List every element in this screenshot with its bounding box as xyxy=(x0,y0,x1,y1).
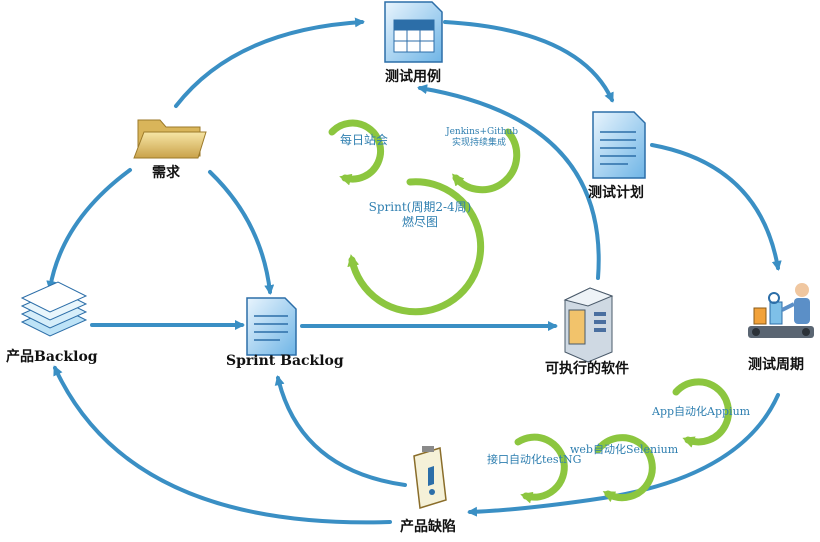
clipboard-alert-icon xyxy=(413,446,447,509)
arrow-defects-to-sprint-backlog xyxy=(274,375,407,487)
arrow-defects-to-product-backlog xyxy=(53,365,392,525)
cycle-sprint-line2: 燃尽图 xyxy=(401,215,438,229)
cycle-api-ring xyxy=(514,433,568,504)
cycle-web-automation-label: web自动化Selenium xyxy=(570,443,679,456)
test-worker-icon xyxy=(748,283,814,338)
arrow-requirements-to-test-cases xyxy=(174,17,365,108)
spreadsheet-document-icon xyxy=(384,1,443,63)
node-sprint-backlog-label: Sprint Backlog xyxy=(226,353,344,369)
text-document-icon xyxy=(246,297,297,356)
node-test-plan-label: 测试计划 xyxy=(588,185,644,201)
arrow-requirements-to-product-backlog xyxy=(46,168,132,291)
node-product-backlog-label: 产品Backlog xyxy=(6,349,98,365)
cycle-api-automation-label: 接口自动化testNG xyxy=(487,453,582,466)
cycle-daily-standup-ring xyxy=(328,119,385,186)
stacked-papers-icon xyxy=(20,281,88,337)
arrow-requirements-to-sprint-backlog xyxy=(208,170,275,295)
cycle-jenkins-line1: Jenkins+Github xyxy=(446,127,519,137)
arrow-test-cases-to-test-plan xyxy=(443,20,614,103)
node-test-cases-label: 测试用例 xyxy=(385,69,441,85)
cycle-sprint-ring xyxy=(347,178,485,316)
cycle-app-automation-label: App自动化Appium xyxy=(652,405,751,418)
cycle-jenkins-ring xyxy=(452,128,521,194)
arrow-test-plan-to-test-cycle xyxy=(650,143,782,271)
flow-arrows xyxy=(46,17,782,525)
folder-icon xyxy=(133,119,207,159)
cycle-sprint-label: Sprint(周期2-4周) 燃尽图 xyxy=(360,200,480,230)
cycle-web-ring xyxy=(594,434,656,503)
node-product-defects-label: 产品缺陷 xyxy=(400,519,456,535)
cycle-sprint-line1: Sprint(周期2-4周) xyxy=(368,200,472,214)
node-test-cycle-label: 测试周期 xyxy=(748,357,804,373)
node-requirements-label: 需求 xyxy=(152,165,180,181)
cycle-app-ring xyxy=(672,378,732,448)
node-executable-software-label: 可执行的软件 xyxy=(545,361,629,377)
cycle-daily-standup-label: 每日站会 xyxy=(340,133,389,147)
text-document-icon xyxy=(592,111,646,179)
cycle-jenkins-label: Jenkins+Github 实现持续集成 xyxy=(446,127,519,149)
server-computer-icon xyxy=(563,287,614,363)
green-cycles xyxy=(328,119,732,504)
cycle-jenkins-line2: 实现持续集成 xyxy=(451,138,506,148)
arrow-software-to-test-cases xyxy=(417,84,601,280)
